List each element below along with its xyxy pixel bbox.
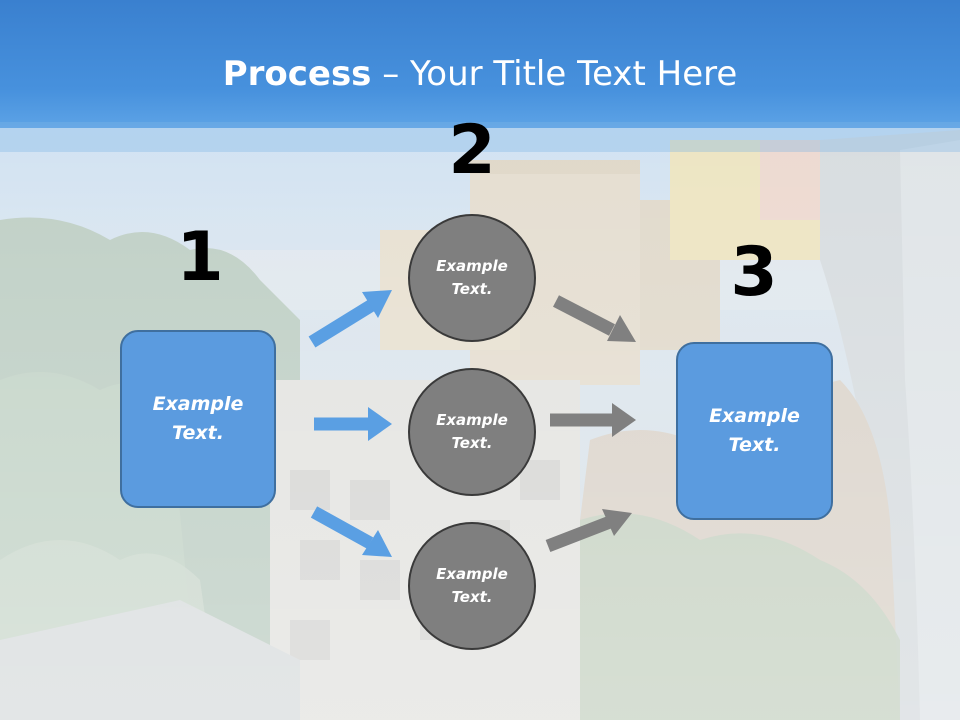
arrow-middle-to-right (550, 403, 636, 437)
circle-top-line2: Text. (451, 280, 493, 298)
circle-bottom-line2: Text. (451, 588, 493, 606)
arrow-left-to-bottom (310, 506, 392, 557)
step-1-box-text: Example Text. (153, 390, 244, 448)
circle-middle-line1: Example (436, 411, 508, 429)
step-2-circle-middle[interactable]: Example Text. (408, 368, 536, 496)
circle-top-text: Example Text. (436, 255, 508, 301)
step-1-box-line1: Example (152, 393, 244, 415)
step-2-circle-top[interactable]: Example Text. (408, 214, 536, 342)
title-rest: – Your Title Text Here (371, 54, 738, 94)
circle-middle-line2: Text. (451, 434, 493, 452)
step-3-box-line1: Example (709, 405, 800, 427)
slide-title: Process – Your Title Text Here (0, 52, 960, 96)
step-1-box-line2: Text. (172, 422, 224, 444)
step-1-box[interactable]: Example Text. (120, 330, 276, 508)
step-number-3: 3 (730, 233, 778, 312)
step-3-box[interactable]: Example Text. (676, 342, 833, 520)
arrow-bottom-to-right (545, 509, 632, 553)
circle-middle-text: Example Text. (436, 409, 508, 455)
circle-bottom-line1: Example (436, 565, 508, 583)
step-number-2: 2 (448, 111, 496, 190)
step-3-box-line2: Text. (728, 434, 781, 456)
arrow-left-to-top (308, 290, 392, 348)
circle-top-line1: Example (436, 257, 508, 275)
title-bold: Process (222, 54, 372, 94)
arrow-top-to-right (553, 295, 636, 342)
step-2-circle-bottom[interactable]: Example Text. (408, 522, 536, 650)
arrow-left-to-middle (314, 407, 392, 441)
step-number-1: 1 (176, 218, 224, 297)
step-3-box-text: Example Text. (709, 402, 800, 460)
circle-bottom-text: Example Text. (436, 563, 508, 609)
